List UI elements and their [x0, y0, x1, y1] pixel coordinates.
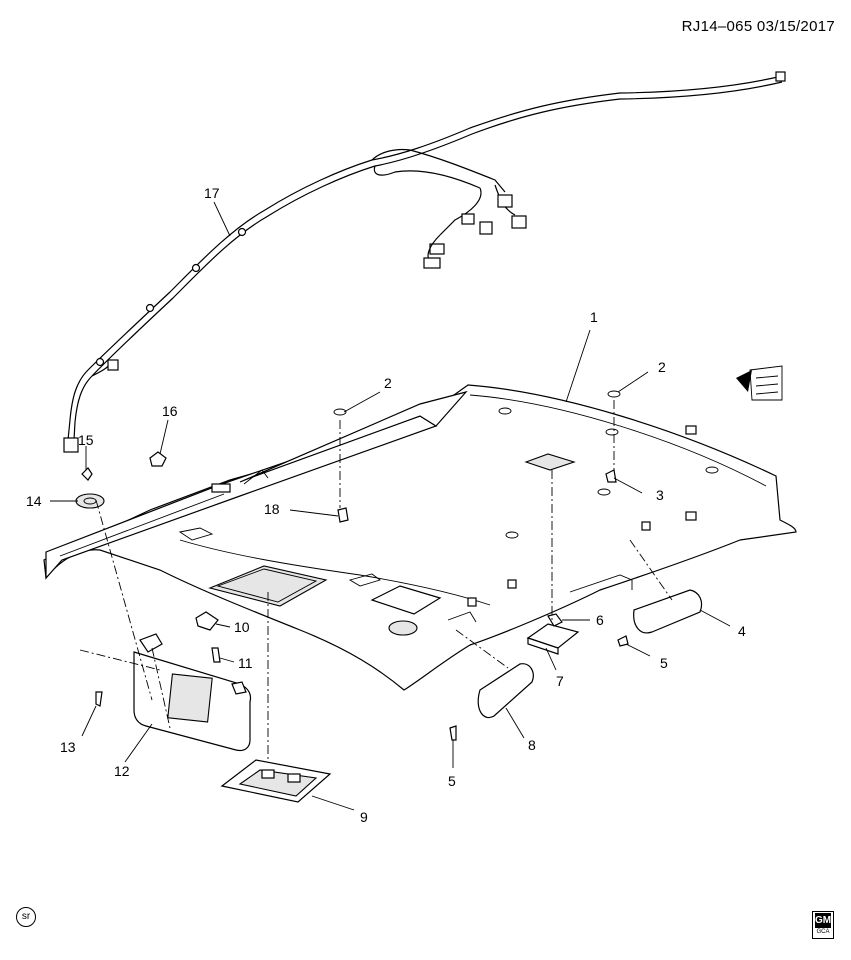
callout-6: 6	[596, 612, 604, 628]
sr-symbol: sr	[16, 907, 36, 927]
callout-2: 2	[384, 375, 392, 391]
courtesy-lamp	[526, 613, 580, 655]
callout-2: 2	[658, 359, 666, 375]
assist-handles	[449, 589, 703, 741]
callout-13: 13	[60, 739, 76, 755]
callout-11: 11	[238, 655, 253, 671]
callout-5: 5	[660, 655, 668, 671]
diagram-reference: RJ14–065 03/15/2017	[681, 18, 835, 35]
pillar-trim	[45, 390, 468, 580]
front-direction-icon	[736, 365, 783, 401]
callout-1: 1	[590, 309, 598, 325]
callout-7: 7	[556, 673, 564, 689]
gm-logo-text: GM	[814, 913, 832, 928]
callout-4: 4	[738, 623, 746, 639]
callout-5: 5	[448, 773, 456, 789]
alignment-lines	[79, 400, 673, 760]
callout-9: 9	[360, 809, 368, 825]
callout-14: 14	[26, 493, 42, 509]
callout-16: 16	[162, 403, 178, 419]
wiring-harness	[63, 71, 786, 453]
callout-labels: 1 2 2 3 4 5 5 6 7 8 9 10 11 12 13 14 15 …	[26, 185, 746, 825]
leader-lines	[50, 201, 731, 811]
callout-17: 17	[204, 185, 220, 201]
callout-3: 3	[656, 487, 664, 503]
sun-visor	[133, 633, 252, 752]
gm-logo-subtext: GCA	[816, 929, 830, 935]
callout-18: 18	[264, 501, 280, 517]
overhead-console	[220, 759, 332, 803]
headliner-retainers	[333, 390, 621, 523]
headliner-panel	[43, 384, 797, 691]
callout-8: 8	[528, 737, 536, 753]
callout-15: 15	[78, 432, 94, 448]
callout-10: 10	[234, 619, 250, 635]
gm-logo-icon: GM GCA	[812, 911, 834, 939]
callout-12: 12	[114, 763, 130, 779]
visor-fasteners	[95, 611, 221, 707]
clip-parts	[75, 451, 167, 509]
